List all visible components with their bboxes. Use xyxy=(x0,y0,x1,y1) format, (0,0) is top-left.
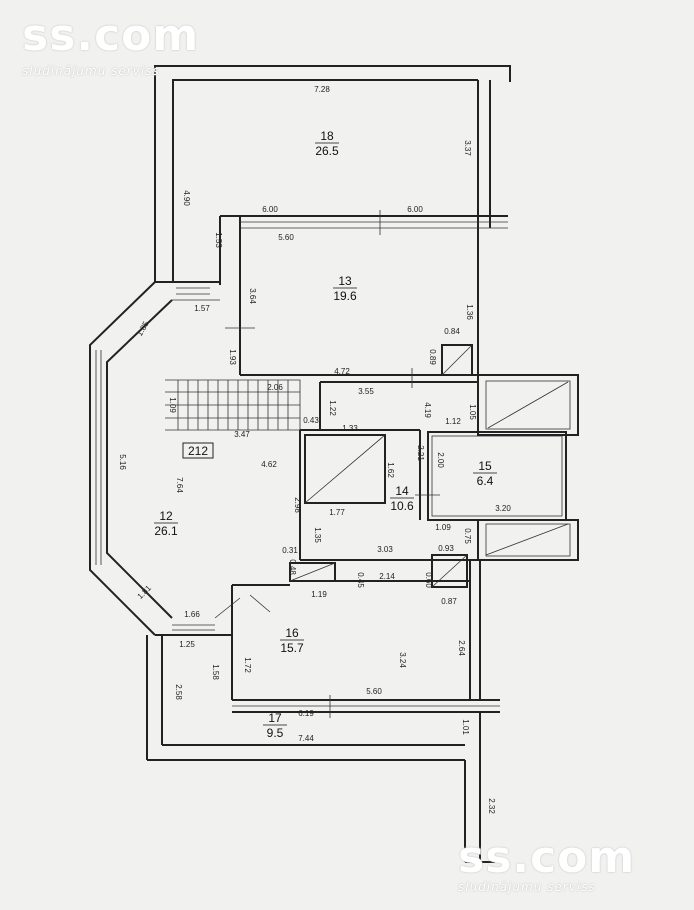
dimension-label: 0.84 xyxy=(444,327,460,336)
room-number: 12 xyxy=(159,509,173,523)
dimension-label: 0.87 xyxy=(441,597,457,606)
room-number: 15 xyxy=(478,459,492,473)
dimension-label: 0.60 xyxy=(424,572,433,588)
dimension-label: 1.25 xyxy=(179,640,195,649)
dimension-label: 1.66 xyxy=(184,610,200,619)
dimension-label: 6.19 xyxy=(298,709,314,718)
watermark-top: ss.com xyxy=(22,10,200,61)
dimension-label: 3.55 xyxy=(358,387,374,396)
dimension-label: 0.45 xyxy=(356,572,365,588)
dimension-label: 7.64 xyxy=(175,477,184,493)
dimension-label: 5.60 xyxy=(278,233,294,242)
dimension-label: 5.16 xyxy=(118,454,127,470)
dimension-label: 1.58 xyxy=(211,664,220,680)
dimension-label: 3.24 xyxy=(398,652,407,668)
dimension-label: 1.01 xyxy=(461,719,470,735)
dimension-label: 4.90 xyxy=(182,190,191,206)
dimension-label: 1.72 xyxy=(243,657,252,673)
room-area: 26.1 xyxy=(154,524,178,538)
dimension-label: 3.37 xyxy=(463,140,472,156)
dimension-label: 6.00 xyxy=(262,205,278,214)
room-area: 15.7 xyxy=(280,641,304,655)
dimension-label: 1.05 xyxy=(468,404,477,420)
room-number: 17 xyxy=(268,711,282,725)
dimension-label: 2.14 xyxy=(379,572,395,581)
dimension-label: 2.98 xyxy=(293,497,302,513)
dimension-label: 7.44 xyxy=(298,734,314,743)
dimension-label: 1.77 xyxy=(329,508,345,517)
dimension-label: 1.33 xyxy=(342,424,358,433)
room-17: 179.5 xyxy=(263,711,287,740)
room-area: 26.5 xyxy=(315,144,339,158)
dimension-label: 1.19 xyxy=(311,590,327,599)
dimension-label: 0.93 xyxy=(438,544,454,553)
dimension-label: 1.57 xyxy=(194,304,210,313)
dimension-label: 3.47 xyxy=(234,430,250,439)
dimension-label: 1.93 xyxy=(228,349,237,365)
watermark-bottom-tagline: sludinājumu serviss xyxy=(458,880,596,894)
apartment-number: 212 xyxy=(188,444,208,458)
dimension-label: 2.58 xyxy=(174,684,183,700)
dimension-label: 1.35 xyxy=(313,527,322,543)
dimension-label: 6.00 xyxy=(407,205,423,214)
dimension-label: 1.36 xyxy=(465,304,474,320)
dimension-label: 0.48 xyxy=(288,559,297,575)
room-area: 9.5 xyxy=(267,726,284,740)
dimension-label: 1.22 xyxy=(328,400,337,416)
dimension-label: 0.31 xyxy=(282,546,298,555)
walls xyxy=(89,65,579,863)
room-number: 16 xyxy=(285,626,299,640)
dimension-labels: 7.28 3.37 4.90 6.00 6.00 5.60 1.53 3.64 1.36 0.84… xyxy=(118,85,511,814)
dimension-label: 1.81 xyxy=(136,583,154,601)
watermark-bottom: ss.com xyxy=(458,832,636,883)
dimension-label: 2.00 xyxy=(436,452,445,468)
dimension-label: 1.09 xyxy=(168,397,177,413)
dimension-label: 2.21 xyxy=(416,445,425,461)
dimension-label: 4.72 xyxy=(334,367,350,376)
dimension-label: 0.43 xyxy=(303,416,319,425)
dimension-label: 1.62 xyxy=(386,462,395,478)
dimension-label: 1.53 xyxy=(214,232,223,248)
room-15: 156.4 xyxy=(473,459,497,488)
room-number: 14 xyxy=(395,484,409,498)
dimension-label: 3.64 xyxy=(248,288,257,304)
room-number: 13 xyxy=(338,274,352,288)
room-number: 18 xyxy=(320,129,334,143)
dimension-label: 7.28 xyxy=(314,85,330,94)
room-area: 6.4 xyxy=(477,474,494,488)
dimension-label: 3.03 xyxy=(377,545,393,554)
dimension-label: 0.89 xyxy=(428,349,437,365)
dimension-label: 1.09 xyxy=(435,523,451,532)
dimension-label: 5.60 xyxy=(366,687,382,696)
dimension-label: 2.32 xyxy=(487,798,496,814)
dimension-label: 4.62 xyxy=(261,460,277,469)
apartment-label: 212 xyxy=(182,442,214,459)
room-area: 10.6 xyxy=(390,499,414,513)
dimension-label: 2.06 xyxy=(267,383,283,392)
dimension-label: 3.20 xyxy=(495,504,511,513)
dimension-label: 0.75 xyxy=(463,528,472,544)
dimension-label: 4.19 xyxy=(423,402,432,418)
room-area: 19.6 xyxy=(333,289,357,303)
watermark-top-tagline: sludinājumu serviss xyxy=(22,64,160,78)
dimension-label: 2.64 xyxy=(457,640,466,656)
dimension-label: 1.12 xyxy=(445,417,461,426)
